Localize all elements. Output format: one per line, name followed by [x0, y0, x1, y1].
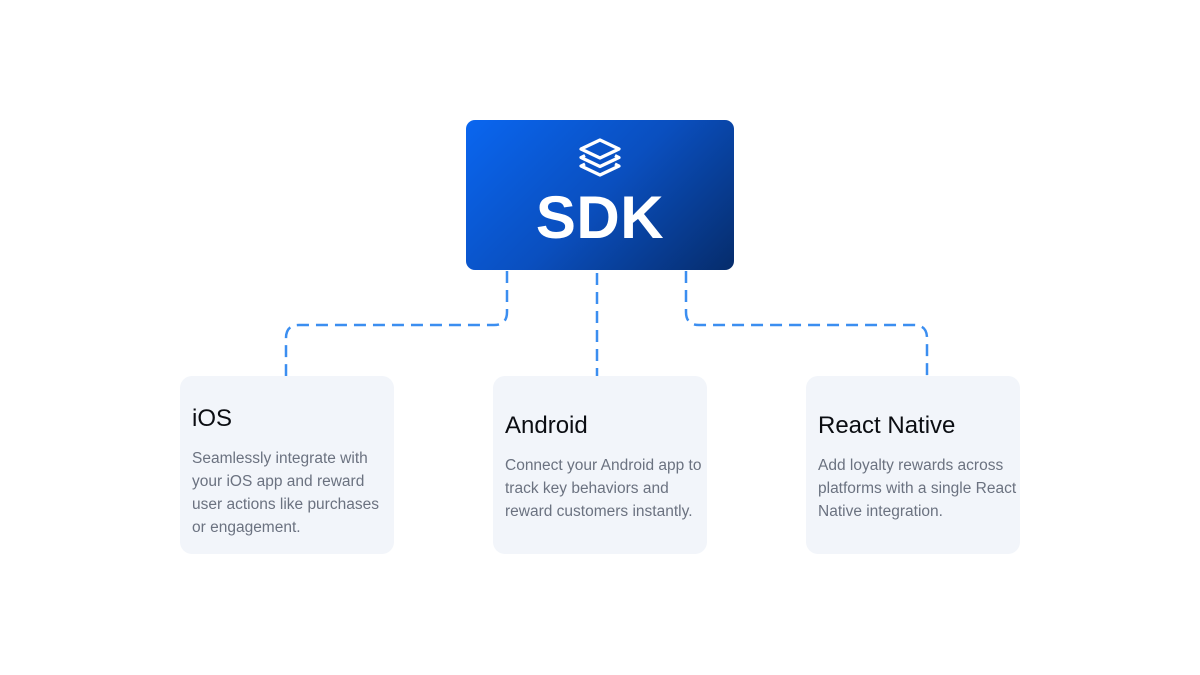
sdk-title: SDK	[535, 184, 665, 251]
card-title: iOS	[192, 405, 233, 432]
card-description: Connect your Android app to track key be…	[505, 457, 702, 520]
card-title: Android	[505, 412, 588, 439]
connector-react-native	[684, 271, 929, 376]
platform-card-ios: iOS Seamlessly integrate with your iOS a…	[180, 376, 394, 554]
card-description: Seamlessly integrate with your iOS app a…	[192, 450, 379, 536]
platform-card-android: Android Connect your Android app to trac…	[493, 376, 707, 554]
card-title: React Native	[818, 412, 956, 439]
layers-icon	[579, 138, 621, 177]
card-description: Add loyalty rewards across platforms wit…	[818, 457, 1017, 520]
connector-ios	[284, 271, 509, 376]
sdk-node: SDK	[466, 120, 734, 270]
platform-card-react-native: React Native Add loyalty rewards across …	[806, 376, 1020, 554]
